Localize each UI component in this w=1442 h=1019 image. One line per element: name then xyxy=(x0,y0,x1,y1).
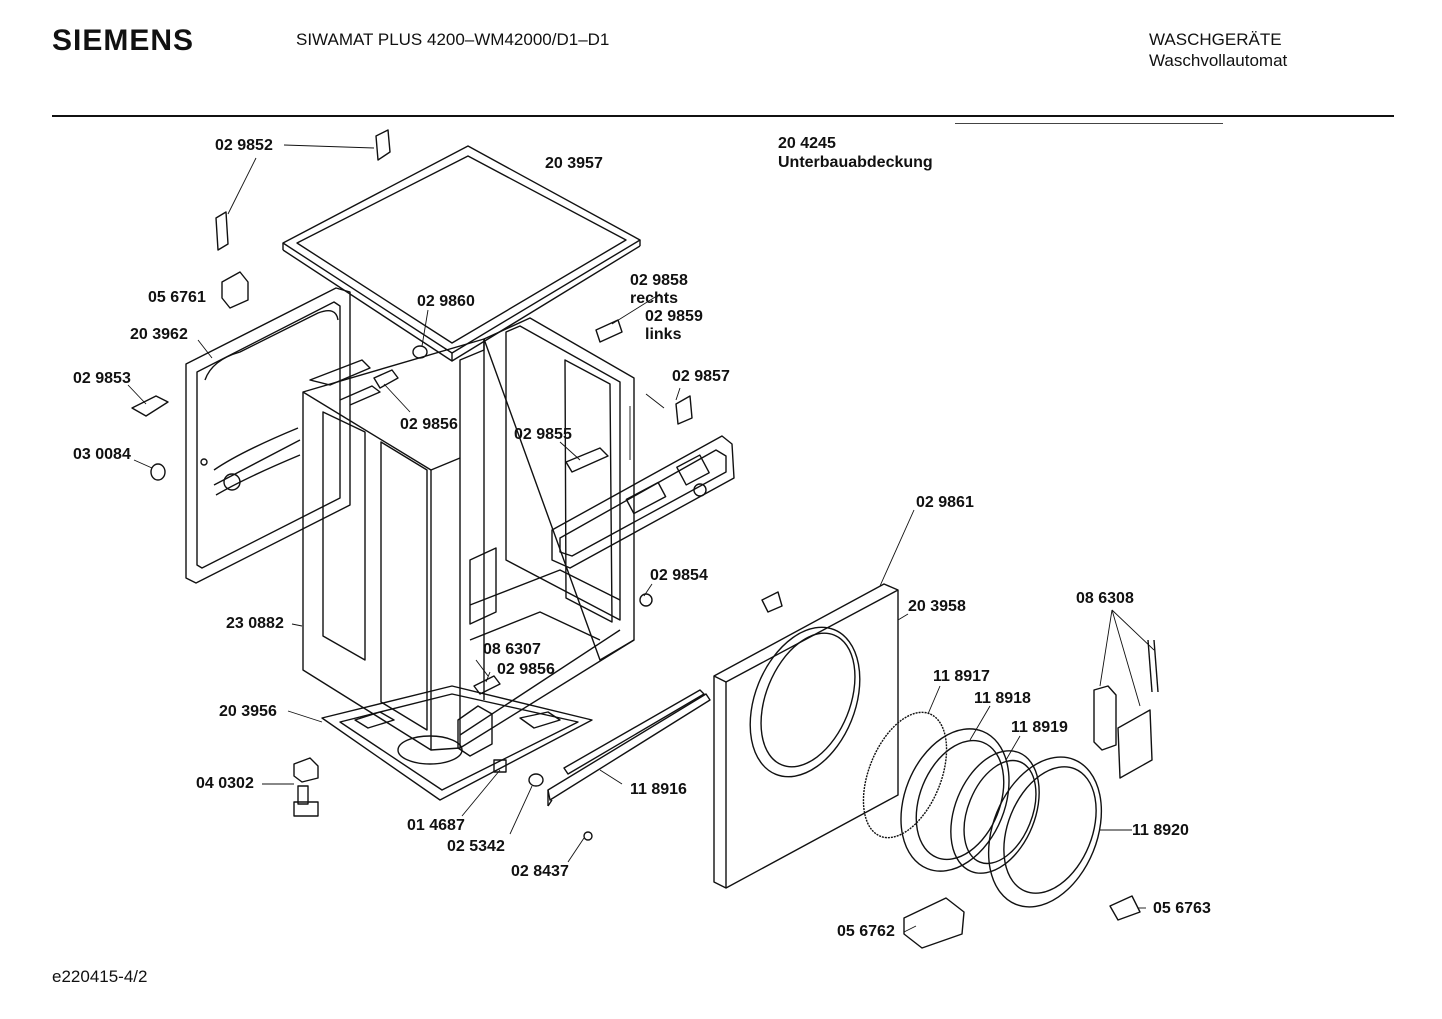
label-030084: 03 0084 xyxy=(73,446,131,463)
label-118916: 11 8916 xyxy=(630,781,687,798)
label-029852: 02 9852 xyxy=(215,137,273,154)
label-118917: 11 8917 xyxy=(933,668,990,685)
door-ring-assembly xyxy=(847,700,1123,923)
label-086308: 08 6308 xyxy=(1076,590,1134,607)
label-029857: 02 9857 xyxy=(672,368,730,385)
note-part-number: 20 4245 xyxy=(778,135,836,152)
label-029854: 02 9854 xyxy=(650,567,708,584)
drawing-code: e220415-4/2 xyxy=(52,967,148,986)
label-056763: 05 6763 xyxy=(1153,900,1211,917)
label-203957: 20 3957 xyxy=(545,155,603,172)
category-subtitle: Waschvollautomat xyxy=(1149,51,1288,70)
label-029856-top: 02 9856 xyxy=(400,416,458,433)
base-plate xyxy=(322,686,592,800)
header-divider xyxy=(52,115,1394,117)
label-029856-bottom: 02 9856 xyxy=(497,661,555,678)
label-014687: 01 4687 xyxy=(407,817,465,834)
label-203956: 20 3956 xyxy=(219,703,277,720)
label-029859: 02 9859 xyxy=(645,308,703,325)
label-118918: 11 8918 xyxy=(974,690,1031,707)
label-rechts: rechts xyxy=(630,290,679,307)
label-029853: 02 9853 xyxy=(73,370,131,387)
note-part-name: Unterbauabdeckung xyxy=(778,154,933,171)
header-divider-thin xyxy=(955,123,1223,124)
label-056761: 05 6761 xyxy=(148,289,206,306)
rear-panel xyxy=(186,288,350,583)
label-029861: 02 9861 xyxy=(916,494,974,511)
note-unterbauabdeckung: 20 4245 Unterbauabdeckung xyxy=(778,134,933,172)
label-028437: 02 8437 xyxy=(511,863,569,880)
main-cabinet xyxy=(303,318,634,756)
brand-logo: SIEMENS xyxy=(52,24,195,57)
label-029860: 02 9860 xyxy=(417,293,475,310)
label-230882: 23 0882 xyxy=(226,615,284,632)
label-040302: 04 0302 xyxy=(196,775,254,792)
leader-lines xyxy=(128,145,1154,932)
category-title: WASCHGERÄTE xyxy=(1149,30,1282,49)
label-029855: 02 9855 xyxy=(514,426,572,443)
label-links: links xyxy=(645,326,682,343)
label-203962: 20 3962 xyxy=(130,326,188,343)
trim-strip xyxy=(548,690,710,806)
label-203958: 20 3958 xyxy=(908,598,966,615)
label-086307: 08 6307 xyxy=(483,641,541,658)
top-cover xyxy=(283,146,640,361)
small-parts xyxy=(132,130,1140,948)
label-118920: 11 8920 xyxy=(1132,822,1189,839)
label-056762: 05 6762 xyxy=(837,923,895,940)
hinge-parts xyxy=(1094,640,1158,778)
front-panel xyxy=(714,584,898,888)
label-118919: 11 8919 xyxy=(1011,719,1068,736)
control-panel-carrier xyxy=(552,436,734,568)
label-025342: 02 5342 xyxy=(447,838,505,855)
label-029858: 02 9858 xyxy=(630,272,688,289)
model-title: SIWAMAT PLUS 4200–WM42000/D1–D1 xyxy=(296,30,610,49)
